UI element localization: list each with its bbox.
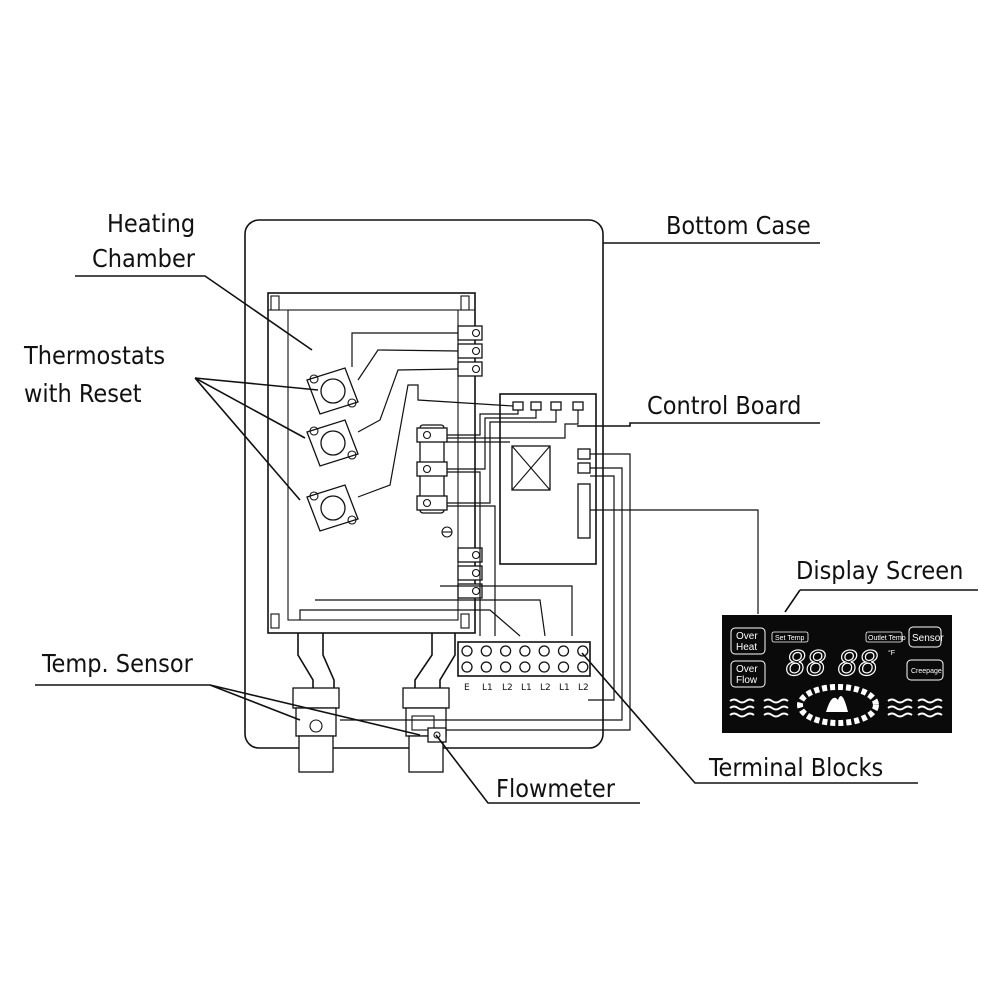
terminal-screw: [499, 661, 512, 673]
terminal-labels: E L1 L2 L1 L2 L1 L2: [464, 683, 589, 693]
terminal-screw: [461, 661, 473, 673]
wiring: [299, 332, 759, 731]
flame-ring: [797, 684, 879, 726]
inlet-pipe: [292, 633, 340, 773]
display-screen-label: Display Screen: [796, 556, 963, 585]
flame-icon: [826, 696, 848, 712]
terminal-screw: [557, 661, 570, 673]
control-board: [499, 393, 597, 565]
heating-chamber: [267, 292, 476, 634]
outlet-pipe: [402, 633, 456, 773]
digits-right: 88: [838, 644, 879, 684]
thermostats-label: with Reset: [24, 379, 142, 408]
terminal-blocks-label: Terminal Blocks: [708, 753, 883, 782]
over-heat-label: Over: [736, 631, 758, 642]
callout-lines: [35, 242, 978, 804]
set-temp-label: Set Temp: [775, 635, 805, 642]
outlet-temp-label: Outlet Temp: [868, 635, 906, 642]
terminal-screw: [538, 645, 550, 657]
terminal-label: L2: [502, 683, 513, 693]
sensor-label: Sensor: [912, 633, 944, 644]
thermostats-label: Thermostats: [23, 341, 165, 370]
heating-chamber-label: Chamber: [92, 244, 196, 273]
thermostat-2: [306, 419, 359, 467]
terminal-blocks: [457, 641, 591, 677]
chamber-terminals-top: [457, 325, 483, 377]
chamber-terminals-bottom: [457, 547, 483, 599]
relays: [416, 424, 453, 538]
over-flow-label: Over: [736, 664, 758, 675]
thermostat-1: [306, 367, 359, 415]
terminal-screw: [461, 645, 473, 657]
thermostat-3: [306, 484, 359, 532]
terminal-label: L2: [578, 683, 589, 693]
terminal-screw: [480, 645, 492, 657]
creepage-label: Creepage: [911, 668, 942, 675]
terminal-screw: [577, 661, 589, 673]
over-flow-label: Flow: [736, 675, 758, 686]
flowmeter-label: Flowmeter: [496, 774, 616, 803]
digits-left: 88: [786, 644, 827, 684]
wave-icons: [729, 698, 943, 718]
terminal-screw: [557, 645, 570, 657]
bottom-case-label: Bottom Case: [666, 211, 811, 240]
terminal-screw: [480, 661, 492, 673]
terminal-screw: [499, 645, 512, 657]
control-board-label: Control Board: [647, 391, 801, 420]
terminal-label: L2: [540, 683, 551, 693]
heating-chamber-label: Heating: [107, 209, 195, 238]
over-heat-label: Heat: [736, 642, 757, 653]
terminal-label: L1: [521, 683, 532, 693]
unit-label: °F: [888, 649, 895, 657]
terminal-screw: [577, 645, 589, 657]
terminal-label: E: [464, 683, 470, 693]
terminal-screw: [519, 645, 531, 657]
terminal-label: L1: [482, 683, 493, 693]
display-screen: Over Heat Over Flow Set Temp Outlet Temp…: [722, 615, 952, 733]
terminal-screw: [519, 661, 531, 673]
terminal-label: L1: [559, 683, 570, 693]
temp-sensor-label: Temp. Sensor: [41, 649, 194, 678]
terminal-screw: [538, 661, 550, 673]
